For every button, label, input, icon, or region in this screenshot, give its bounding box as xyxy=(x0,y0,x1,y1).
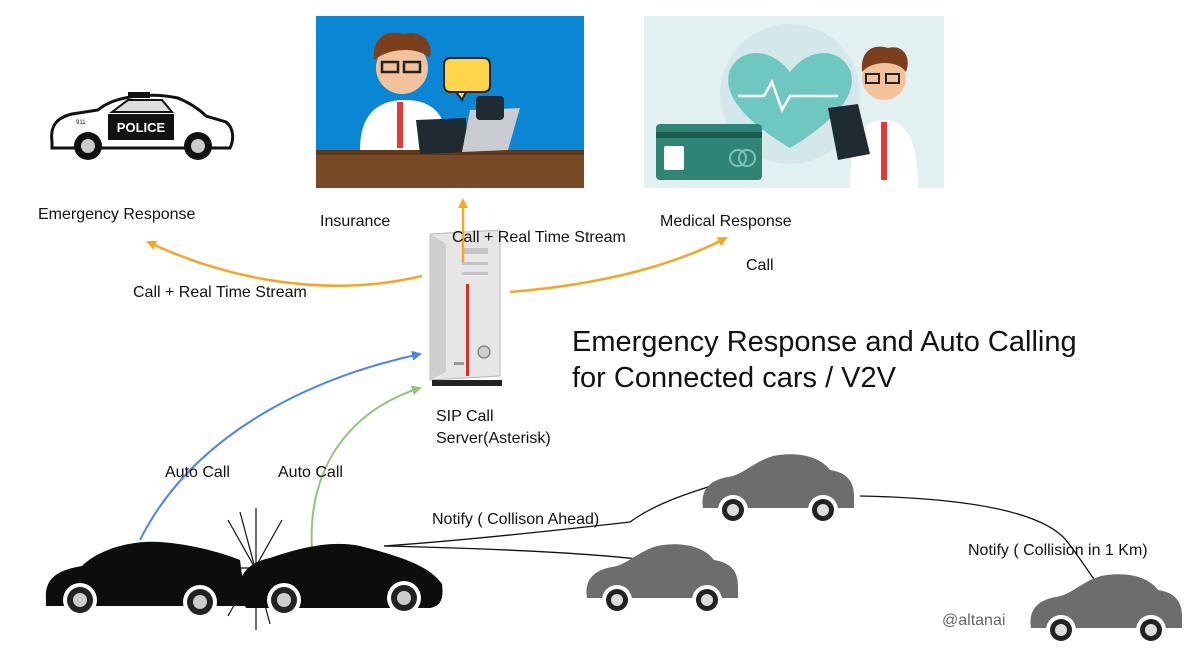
police-badge: POLICE xyxy=(117,120,166,135)
gray-car-icon-1 xyxy=(702,454,854,525)
label-sip-server: SIP Call Server(Asterisk) xyxy=(436,406,551,450)
label-auto-call-1: Auto Call xyxy=(165,464,230,481)
edge-server-to-police xyxy=(146,240,423,287)
label-notify-collision-1km: Notify ( Collision in 1 Km) xyxy=(968,542,1148,559)
label-auto-call-2: Auto Call xyxy=(278,464,343,481)
edge-notify-2 xyxy=(859,495,1105,593)
edge-server-to-medical xyxy=(509,236,728,294)
crashed-car-left-icon xyxy=(45,541,247,619)
label-sip-server-line1: SIP Call xyxy=(436,408,494,425)
label-insurance-stream: Call + Real Time Stream xyxy=(452,229,626,246)
crashed-car-right-icon xyxy=(239,543,443,617)
diagram-title-line2: for Connected cars / V2V xyxy=(572,362,896,394)
label-notify-collision-ahead: Notify ( Collison Ahead) xyxy=(432,511,600,528)
diagram-title: Emergency Response and Auto Calling for … xyxy=(572,324,1077,396)
sip-server-icon xyxy=(429,229,502,386)
author-handle: @altanai xyxy=(942,612,1006,629)
diagram-title-line1: Emergency Response and Auto Calling xyxy=(572,326,1077,358)
label-medical-call: Call xyxy=(746,257,774,274)
insurance-agent-illustration xyxy=(316,16,584,188)
label-insurance: Insurance xyxy=(320,213,391,230)
edge-notify-1b xyxy=(383,545,647,561)
edge-car1-auto-call xyxy=(139,350,422,541)
label-police-stream: Call + Real Time Stream xyxy=(133,284,307,301)
gray-car-icon-2 xyxy=(586,544,738,615)
label-emergency-response: Emergency Response xyxy=(38,206,196,223)
edge-notify-1 xyxy=(383,477,737,547)
medical-doctor-illustration xyxy=(644,16,944,188)
police-car-icon xyxy=(50,92,235,160)
label-sip-server-line2: Server(Asterisk) xyxy=(436,430,551,447)
gray-car-icon-3 xyxy=(1030,574,1182,645)
edge-car2-auto-call xyxy=(310,385,422,571)
police-plate: 911 xyxy=(76,120,86,126)
label-medical-response: Medical Response xyxy=(660,213,792,230)
